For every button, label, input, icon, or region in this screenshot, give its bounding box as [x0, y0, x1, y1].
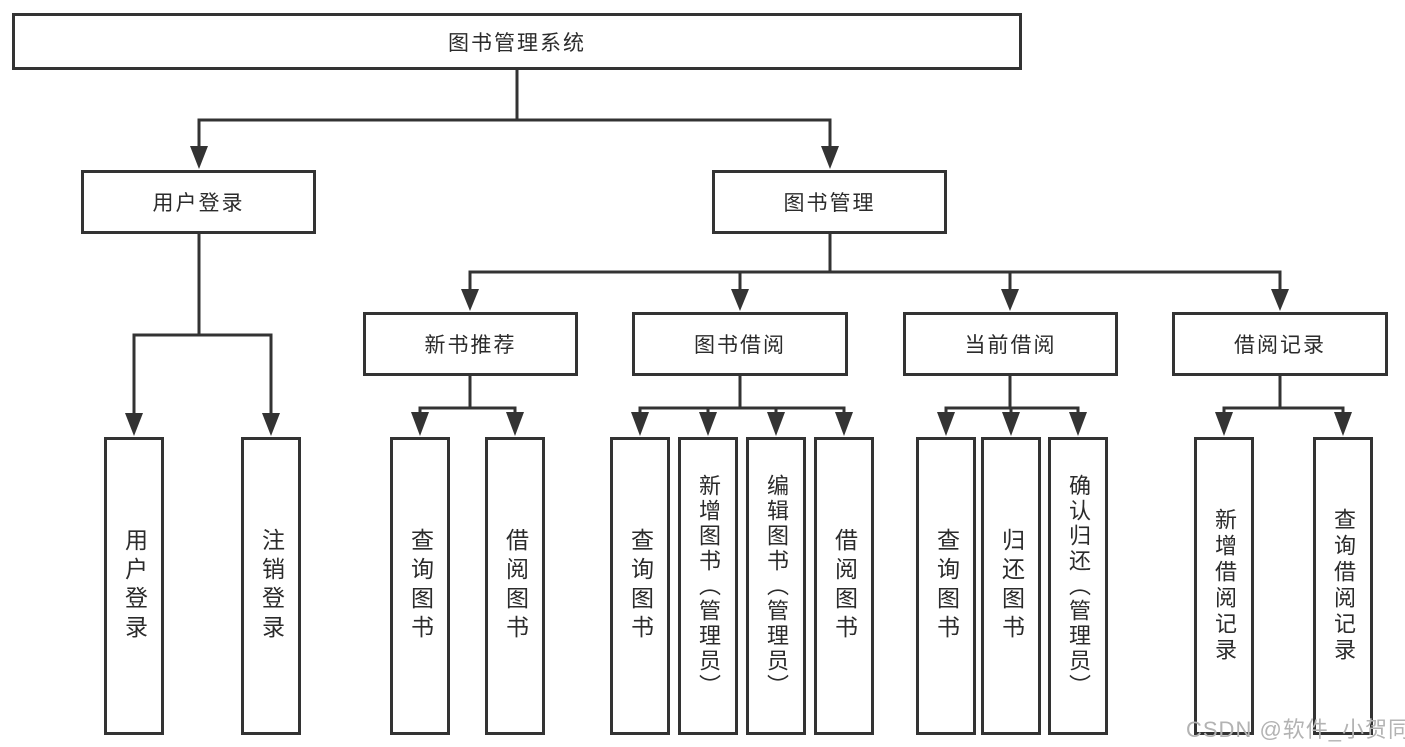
- arrowhead-down-icon: [506, 412, 524, 436]
- node-label: 新书推荐: [424, 334, 517, 357]
- node-new-book-recommend: 新书推荐: [363, 312, 578, 376]
- leaf-label: 注销登录: [258, 528, 285, 644]
- node-book-borrow: 图书借阅: [632, 312, 848, 376]
- connector-bookborrow-to-leaves: [638, 374, 846, 416]
- arrowhead-down-icon: [937, 412, 955, 436]
- arrowhead-down-icon: [835, 412, 853, 436]
- node-user-login: 用户登录: [81, 170, 316, 234]
- leaf-logout: 注销登录: [241, 437, 301, 735]
- node-label: 图书管理系统: [448, 31, 586, 55]
- leaf-label: 用户登录: [121, 528, 148, 644]
- connector-newbookrec-to-leaves: [418, 374, 517, 416]
- leaf-return-book: 归还图书: [981, 437, 1041, 735]
- connector-paths: [132, 68, 1345, 418]
- leaf-user-login: 用户登录: [104, 437, 164, 735]
- connector-userlogin-to-leaves: [132, 232, 273, 418]
- leaf-label: 编辑图书（管理员）: [764, 473, 789, 699]
- connector-borrowrecords-to-leaves: [1222, 374, 1345, 416]
- arrowhead-down-icon: [821, 146, 839, 169]
- arrowhead-down-icon: [699, 412, 717, 436]
- leaf-query-borrow-record: 查询借阅记录: [1313, 437, 1373, 735]
- leaf-add-book-admin: 新增图书（管理员）: [678, 437, 738, 735]
- node-label: 用户登录: [152, 192, 245, 215]
- arrowhead-down-icon: [190, 146, 208, 169]
- leaf-label: 新增借阅记录: [1212, 508, 1237, 664]
- arrowhead-down-icon: [125, 413, 143, 436]
- node-book-management: 图书管理: [712, 170, 947, 234]
- leaf-label: 确认归还（管理员）: [1066, 473, 1091, 699]
- arrowhead-down-icon: [731, 289, 749, 311]
- node-label: 借阅记录: [1234, 334, 1326, 357]
- node-label: 当前借阅: [964, 334, 1057, 357]
- node-label: 图书管理: [783, 192, 876, 215]
- connector-root-to-level2: [197, 68, 832, 152]
- leaf-query-books-borrow: 查询图书: [610, 437, 670, 735]
- leaf-query-books-current: 查询图书: [916, 437, 976, 735]
- arrowhead-down-icon: [262, 413, 280, 436]
- node-current-borrow: 当前借阅: [903, 312, 1118, 376]
- leaf-label: 借阅图书: [502, 528, 529, 644]
- leaf-label: 查询图书: [933, 528, 960, 644]
- leaf-confirm-return-admin: 确认归还（管理员）: [1048, 437, 1108, 735]
- leaf-add-borrow-record: 新增借阅记录: [1194, 437, 1254, 735]
- leaf-label: 新增图书（管理员）: [696, 473, 721, 699]
- node-library-system: 图书管理系统: [12, 13, 1022, 70]
- arrowhead-down-icon: [1271, 289, 1289, 311]
- watermark-text: CSDN @软件_小贺同学: [1186, 717, 1405, 742]
- arrowhead-down-icon: [1215, 412, 1233, 436]
- leaf-label: 查询图书: [627, 528, 654, 644]
- leaf-label: 借阅图书: [831, 528, 858, 644]
- arrowhead-down-icon: [1001, 289, 1019, 311]
- connector-currentborrow-to-leaves: [944, 374, 1080, 416]
- leaf-query-books-recommend: 查询图书: [390, 437, 450, 735]
- arrowhead-down-icon: [767, 412, 785, 436]
- leaf-label: 查询借阅记录: [1331, 508, 1356, 664]
- leaf-label: 归还图书: [998, 528, 1025, 644]
- arrowhead-down-icon: [461, 289, 479, 311]
- connector-bookmgmt-to-level3: [468, 232, 1282, 294]
- node-label: 图书借阅: [694, 334, 786, 357]
- arrowhead-down-icon: [631, 412, 649, 436]
- leaf-edit-book-admin: 编辑图书（管理员）: [746, 437, 806, 735]
- arrowhead-down-icon: [1002, 412, 1020, 436]
- leaf-label: 查询图书: [407, 528, 434, 644]
- arrowhead-down-icon: [411, 412, 429, 436]
- arrowhead-down-icon: [1069, 412, 1087, 436]
- leaf-borrow-books: 借阅图书: [814, 437, 874, 735]
- leaf-borrow-books-recommend: 借阅图书: [485, 437, 545, 735]
- arrowhead-down-icon: [1334, 412, 1352, 436]
- arrowheads: [125, 146, 1352, 436]
- node-borrow-records: 借阅记录: [1172, 312, 1388, 376]
